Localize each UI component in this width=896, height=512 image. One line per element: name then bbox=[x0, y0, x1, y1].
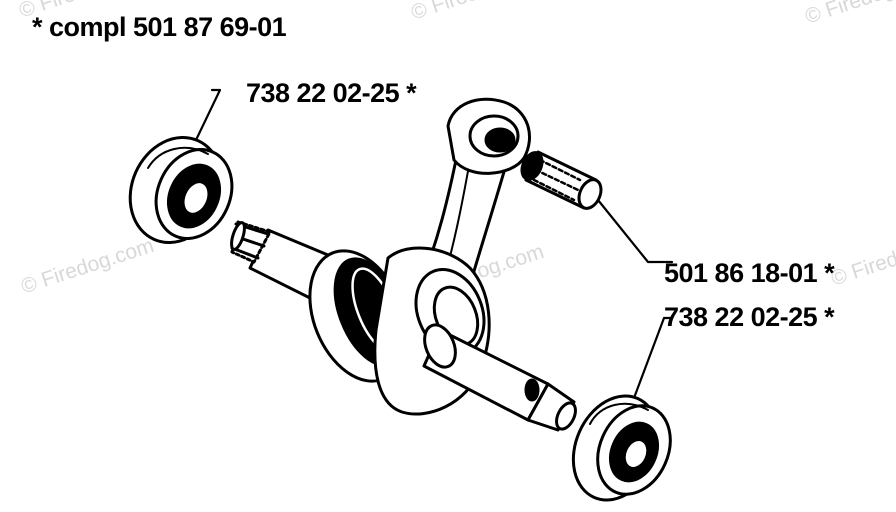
leader-lines bbox=[194, 88, 674, 400]
needle-bearing-part bbox=[520, 150, 603, 210]
leader-line-needle-bearing bbox=[596, 198, 674, 264]
leader-line-lower-bearing bbox=[632, 316, 674, 400]
assembly-part-number: * compl 501 87 69-01 bbox=[32, 12, 287, 42]
ball-bearing-upper bbox=[128, 136, 234, 244]
part-number-needle-bearing: 501 86 18-01 * bbox=[664, 258, 835, 288]
part-number-upper-bearing: 738 22 02-25 * bbox=[246, 78, 417, 108]
ball-bearing-lower bbox=[571, 394, 672, 502]
leader-line-upper-bearing bbox=[194, 88, 222, 142]
right-shaft bbox=[422, 323, 577, 432]
part-number-lower-bearing: 738 22 02-25 * bbox=[664, 302, 835, 332]
